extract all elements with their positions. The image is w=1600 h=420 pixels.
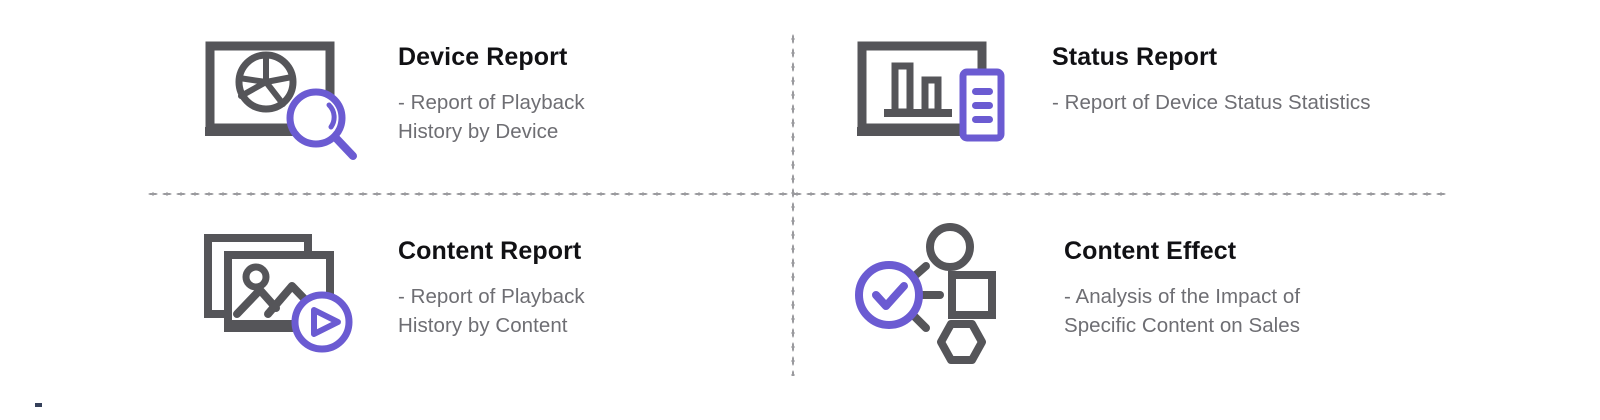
card-content-effect[interactable]: Content Effect - Analysis of the Impact …: [848, 222, 1300, 364]
check-circle-nodes-icon: [848, 222, 1028, 364]
card-content-report[interactable]: Content Report - Report of Playback Hist…: [196, 228, 585, 360]
photo-stack-play-icon: [196, 228, 376, 360]
card-description: - Report of Playback History by Content: [398, 284, 585, 337]
card-title: Content Report: [398, 237, 582, 265]
corner-artifact-mark: [35, 403, 42, 407]
card-title: Content Effect: [1064, 237, 1237, 265]
monitor-pie-chart-magnifier-icon: [196, 34, 376, 166]
card-device-report[interactable]: Device Report - Report of Playback Histo…: [196, 34, 585, 166]
card-text-status-report: Status Report - Report of Device Status …: [1052, 34, 1371, 117]
card-text-device-report: Device Report - Report of Playback Histo…: [398, 34, 585, 146]
card-title: Status Report: [1052, 43, 1218, 71]
card-title: Device Report: [398, 43, 568, 71]
card-status-report[interactable]: Status Report - Report of Device Status …: [848, 34, 1371, 166]
card-text-content-report: Content Report - Report of Playback Hist…: [398, 228, 585, 340]
card-text-content-effect: Content Effect - Analysis of the Impact …: [1064, 222, 1300, 340]
card-description: - Report of Device Status Statistics: [1052, 90, 1371, 114]
vertical-dotted-divider: [791, 32, 795, 376]
card-description: - Report of Playback History by Device: [398, 90, 585, 143]
card-description: - Analysis of the Impact of Specific Con…: [1064, 284, 1301, 337]
horizontal-dotted-divider: [146, 192, 1446, 196]
monitor-bar-chart-document-icon: [848, 34, 1028, 166]
